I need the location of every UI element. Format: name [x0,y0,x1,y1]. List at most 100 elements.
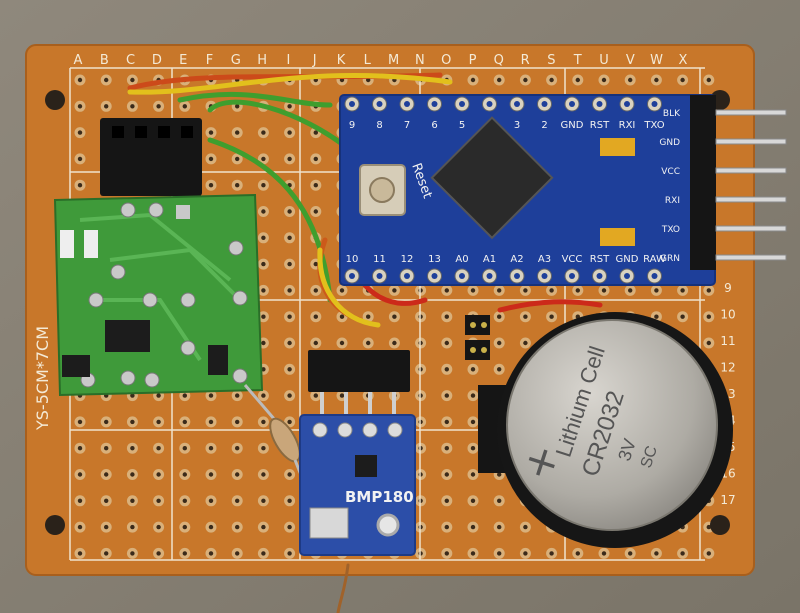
column-letter: G [231,53,241,68]
arduino-right-label: TXO [661,225,680,235]
arduino-bottom-label: A1 [483,254,496,265]
pad-hole [680,551,685,556]
column-letter: C [126,53,135,68]
pad-hole [156,472,161,477]
pad-hole [77,130,83,135]
pad-hole [77,472,83,477]
column-letter: M [388,53,399,68]
pin-hole [486,101,493,107]
pad-hole [523,551,528,556]
pad-hole [470,77,476,83]
pad-hole [130,446,135,451]
pad-hole [130,77,135,83]
pad-hole [261,367,266,372]
pad-hole [77,183,83,188]
pad-hole [235,551,240,556]
pad-hole [444,340,449,346]
column-letter: O [441,53,451,68]
pad-hole [523,340,528,346]
pad-hole [497,367,502,372]
pin-hole [569,273,575,279]
pin-hole [514,101,520,107]
pad-hole [261,472,266,477]
pad-hole [444,314,449,319]
pad-hole [313,314,318,319]
arduino-right-label: GRN [660,254,680,264]
arduino-bottom-label: 12 [401,254,414,265]
pad-hole [287,235,292,240]
header-pin [715,109,787,116]
pad-hole [549,314,554,319]
pin-hole [596,273,603,279]
row-number: 12 [720,361,735,375]
pad-hole [261,288,266,293]
arduino-top-label: GND [561,120,584,131]
pad-hole [287,209,292,214]
bmp180-label: BMP180 [345,488,414,506]
pad-hole [208,130,214,135]
pad-hole [104,524,109,530]
pad-hole [77,551,83,556]
pad-hole [601,551,607,556]
column-letter: R [521,53,530,68]
arduino-bottom-label: VCC [562,254,583,265]
pin-hole [651,101,658,107]
pad-hole [156,551,161,556]
pin-hole [541,101,548,107]
pad-hole [470,524,476,530]
pad-hole [470,419,476,425]
pad-hole [470,498,476,503]
pad-hole [313,130,318,135]
pad-hole [156,393,161,398]
pad-hole [77,498,83,503]
rf-receiver-module [53,193,264,397]
rf-traces [79,212,242,362]
pad-hole [104,551,109,556]
female-header [100,118,202,196]
arduino-top-label: TXO [643,120,664,131]
pad-hole [156,419,161,425]
arduino-top-label: 6 [431,120,437,131]
pad-hole [130,498,135,503]
mounting-hole [376,513,400,537]
pad-hole [261,524,266,530]
pad-hole [208,393,214,398]
pad-hole [706,77,711,83]
pad-hole [208,183,214,188]
pad-hole [313,340,318,346]
column-letter: Q [494,53,504,68]
column-letter: S [547,53,555,68]
pad-hole [235,498,240,503]
row-number: 10 [720,308,735,322]
pad-hole [235,104,240,109]
pad-hole [444,367,449,372]
pad-hole [261,446,266,451]
pad-hole [706,340,711,346]
pad-hole [130,419,135,425]
pad-hole [287,498,292,503]
pad-hole [208,446,214,451]
pad-hole [261,209,266,214]
pad-hole [706,288,711,293]
pad-hole [104,104,109,109]
pad-hole [235,419,240,425]
pad-hole [156,524,161,530]
pad-hole [261,156,266,162]
arduino-top-label: 9 [349,120,355,131]
pad-hole [287,104,292,109]
battery-cell [506,319,718,531]
pad-hole [182,472,187,477]
pad-hole [287,314,292,319]
pad-hole [287,419,292,425]
pad-hole [575,551,580,556]
pad-hole [208,551,214,556]
pad-hole [261,261,266,267]
transistor [105,320,150,352]
pad-hole [261,393,266,398]
pad-hole [208,524,214,530]
pad-hole [182,393,187,398]
pad-hole [470,393,476,398]
pad-hole [104,472,109,477]
